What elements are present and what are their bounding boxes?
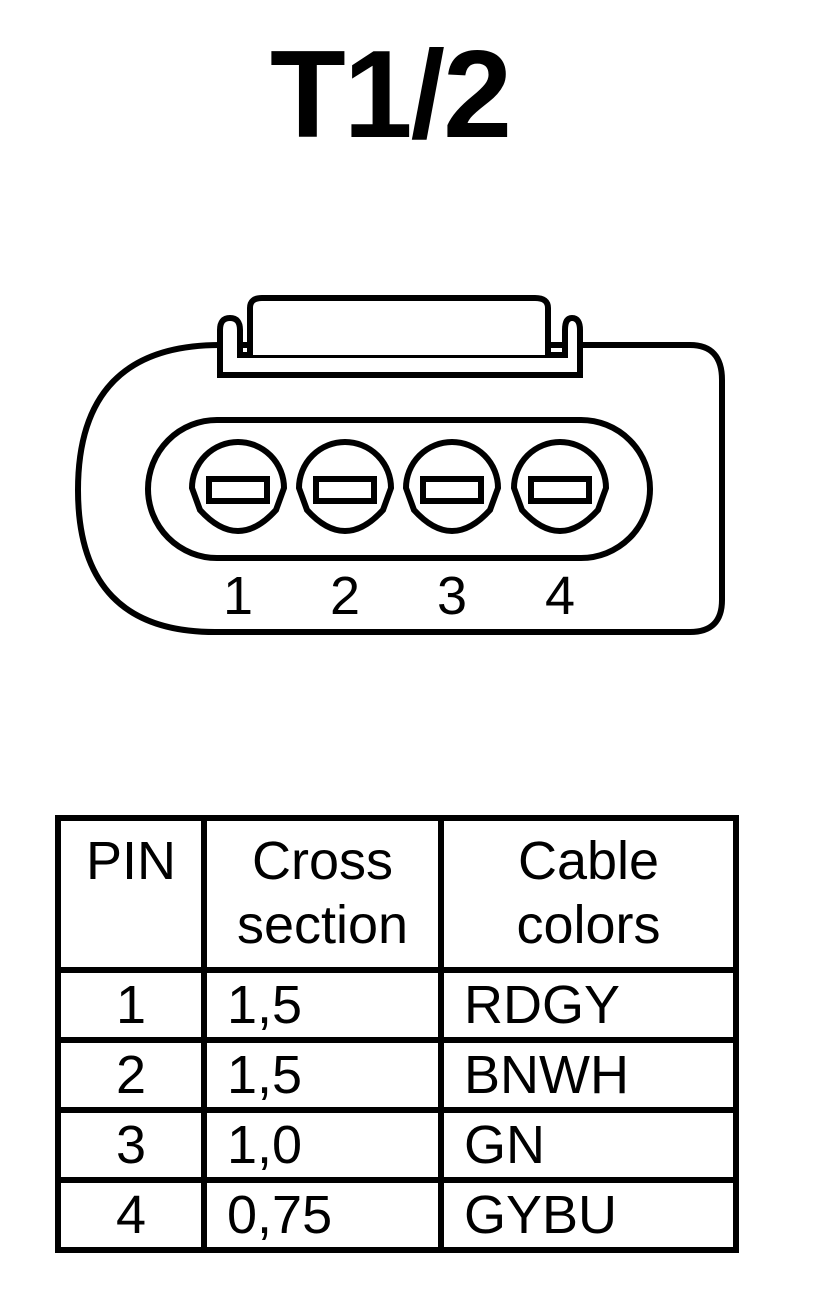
cross-section-cell: 0,75: [201, 1177, 444, 1253]
pin-table-header-row: PIN Cross section Cable colors: [55, 815, 739, 973]
pin-table: PIN Cross section Cable colors 1 1,5 RDG…: [55, 815, 739, 1253]
pin-number-label: 3: [437, 566, 467, 626]
connector-title: T1/2: [269, 26, 512, 164]
connector-pin-labels: 1 2 3 4: [223, 566, 575, 626]
header-cross-section-line2: section: [236, 895, 409, 955]
cable-colors-cell: GN: [438, 1107, 739, 1183]
pin-terminal: [510, 439, 610, 534]
pin-terminal-blade: [313, 476, 377, 504]
header-pin-label: PIN: [85, 831, 177, 891]
connector-latch-tab: [247, 295, 551, 355]
header-pin: PIN: [55, 815, 207, 973]
connector-pin-cavity: [145, 417, 653, 561]
pin-number-label: 2: [330, 566, 360, 626]
cross-section-cell: 1,5: [201, 1037, 444, 1113]
connector-pins: [188, 439, 610, 534]
table-row: 3 1,0 GN: [55, 1107, 739, 1183]
table-row: 4 0,75 GYBU: [55, 1177, 739, 1253]
cable-colors-cell: BNWH: [438, 1037, 739, 1113]
header-cable-colors-line2: colors: [516, 895, 661, 955]
cable-colors-cell: GYBU: [438, 1177, 739, 1253]
pin-terminal-blade: [528, 476, 592, 504]
table-row: 2 1,5 BNWH: [55, 1037, 739, 1113]
header-cross-section-line1: Cross: [251, 831, 393, 891]
pin-terminal-blade: [206, 476, 270, 504]
pin-terminal: [188, 439, 288, 534]
pin-number-cell: 4: [55, 1177, 207, 1253]
pin-number-cell: 1: [55, 967, 207, 1043]
cable-colors-cell: RDGY: [438, 967, 739, 1043]
pin-number-cell: 2: [55, 1037, 207, 1113]
pin-terminal: [402, 439, 502, 534]
pin-number-cell: 3: [55, 1107, 207, 1183]
header-cable-colors-line1: Cable: [517, 831, 660, 891]
connector-diagram: 1 2 3 4: [74, 295, 725, 635]
pin-terminal-blade: [420, 476, 484, 504]
connector-housing-outline: [74, 342, 725, 635]
pin-terminal: [295, 439, 395, 534]
header-cross-section: Cross section: [201, 815, 444, 973]
connector-latch: [217, 314, 583, 378]
cross-section-cell: 1,5: [201, 967, 444, 1043]
table-row: 1 1,5 RDGY: [55, 967, 739, 1043]
header-cable-colors: Cable colors: [438, 815, 739, 973]
pin-number-label: 4: [545, 566, 575, 626]
pin-number-label: 1: [223, 566, 253, 626]
cross-section-cell: 1,0: [201, 1107, 444, 1183]
